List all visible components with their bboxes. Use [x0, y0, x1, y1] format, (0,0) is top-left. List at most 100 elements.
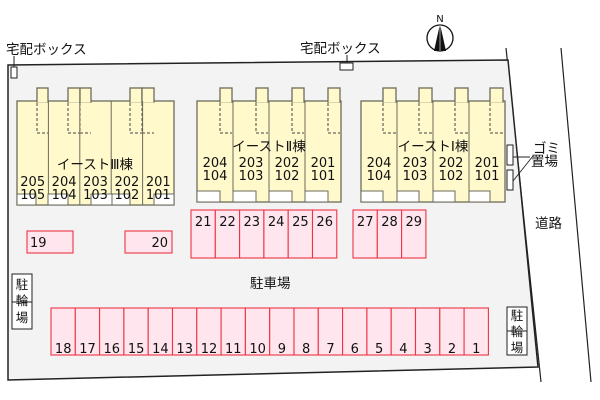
- building-stair-join: [328, 100, 340, 103]
- parking-space-outline: [124, 230, 173, 254]
- parking-space: 21: [190, 209, 216, 259]
- building-entrance-bay: [196, 190, 221, 203]
- building-stair-tower: [129, 87, 143, 103]
- parking-space-number: 11: [225, 342, 242, 357]
- bicycle-parking-char: 駐: [16, 277, 29, 292]
- building-entrance-bay: [304, 190, 329, 203]
- parking-space-outline: [342, 307, 368, 356]
- parking-space-outline: [376, 209, 403, 259]
- parking-space: 12: [196, 307, 222, 357]
- building-stair-tower: [382, 87, 397, 103]
- unit-number-upper: 201: [311, 156, 336, 171]
- bicycle-parking-left: 駐 輪 場: [11, 273, 33, 330]
- bicycle-parking-right: 駐 輪 場: [506, 306, 528, 356]
- parking-space-outline: [26, 230, 74, 254]
- unit-number-upper: 203: [403, 156, 428, 171]
- building-entrance-bay: [232, 190, 257, 203]
- bicycle-parking-char: 輪: [511, 324, 524, 339]
- building-hidden-line: [219, 103, 232, 134]
- building-stair-tower: [454, 87, 469, 103]
- parking-space-number: 7: [326, 342, 334, 357]
- parking-space-number: 14: [152, 342, 169, 357]
- building-hidden-line: [382, 103, 396, 134]
- building-hidden-line: [454, 103, 468, 134]
- building-stair-tower: [418, 87, 433, 103]
- building-hidden-line: [36, 103, 48, 134]
- unit-number-lower: 105: [20, 188, 45, 203]
- parking-space-number: 1: [472, 342, 480, 357]
- bicycle-parking-char: 駐: [511, 308, 524, 323]
- parking-space: 8: [293, 307, 319, 357]
- parking-space: 6: [342, 307, 368, 357]
- parking-space-number: 29: [406, 215, 423, 230]
- parking-space: 29: [401, 209, 427, 259]
- unit-number-lower: 103: [239, 169, 264, 184]
- unit-number-upper: 201: [146, 175, 171, 190]
- parking-space-outline: [239, 209, 265, 259]
- parking-space: 3: [414, 307, 441, 357]
- parking-space: 14: [147, 307, 174, 357]
- parking-space: 2: [439, 307, 465, 357]
- parking-space-number: 26: [316, 215, 333, 230]
- building-stair-join: [490, 100, 503, 103]
- building-entrance-bay: [468, 190, 491, 203]
- parking-space-outline: [190, 209, 216, 259]
- parking-space: 13: [171, 307, 198, 357]
- building-stair-join: [383, 100, 396, 103]
- parking-space-outline: [311, 209, 338, 259]
- parking-space: 22: [214, 209, 241, 259]
- building-entrance-bay: [153, 193, 175, 206]
- parking-space-outline: [269, 307, 295, 356]
- parking-space-outline: [293, 307, 319, 356]
- delivery-box-label: 宅配ボックス: [300, 41, 381, 57]
- unit-number-upper: 204: [52, 175, 77, 190]
- building-stair-tower: [67, 87, 81, 103]
- unit-number-upper: 204: [203, 156, 228, 171]
- building-stair-join: [37, 100, 48, 103]
- delivery-box-label: 宅配ボックス: [6, 42, 87, 58]
- parking-space: 15: [123, 307, 149, 357]
- bicycle-parking-char: 輪: [16, 293, 29, 308]
- parking-space-outline: [317, 307, 344, 356]
- unit-number-lower: 102: [439, 169, 464, 184]
- parking-space-number: 9: [278, 342, 286, 357]
- parking-space: 25: [287, 209, 314, 259]
- building-stair-join: [220, 100, 232, 103]
- unit-number-lower: 102: [275, 169, 300, 184]
- parking-space-number: 8: [302, 342, 310, 357]
- parking-space-number: 24: [268, 215, 285, 230]
- parking-space-number: 19: [30, 236, 47, 251]
- parking-space-number: 25: [292, 215, 309, 230]
- parking-space-outline: [366, 307, 392, 356]
- parking-space-number: 18: [55, 342, 72, 357]
- unit-number-lower: 101: [475, 169, 500, 184]
- delivery-box-right: 宅配ボックス: [300, 41, 381, 71]
- unit-number-upper: 202: [114, 175, 139, 190]
- parking-space-number: 2: [448, 342, 456, 357]
- building-stair-tower: [141, 87, 155, 103]
- building-entrance-bay: [360, 190, 384, 203]
- building-stair-tower: [79, 87, 92, 103]
- garbage-leader: [512, 155, 534, 182]
- building-entrance-bay: [432, 190, 456, 203]
- parking-space-number: 15: [128, 342, 145, 357]
- building-entrance-bay: [268, 190, 293, 203]
- building-stair-tower: [255, 87, 269, 103]
- unit-number-upper: 204: [367, 156, 392, 171]
- unit-number-lower: 104: [203, 169, 228, 184]
- parking-space-number: 12: [201, 342, 218, 357]
- building-stair-join: [256, 100, 268, 103]
- parking-space-outline: [214, 209, 241, 259]
- unit-number-lower: 102: [114, 188, 139, 203]
- road-label: 道路: [535, 216, 563, 232]
- parking-space-outline: [390, 307, 417, 356]
- garbage-label-line1: ゴミ: [533, 140, 560, 157]
- garbage-area: ゴミ 置場: [506, 140, 560, 191]
- unit-number-upper: 203: [239, 156, 264, 171]
- unit-number-lower: 103: [83, 188, 108, 203]
- compass-label: N: [436, 14, 443, 25]
- parking-space-number: 20: [151, 236, 168, 251]
- parking-space: 7: [317, 307, 344, 357]
